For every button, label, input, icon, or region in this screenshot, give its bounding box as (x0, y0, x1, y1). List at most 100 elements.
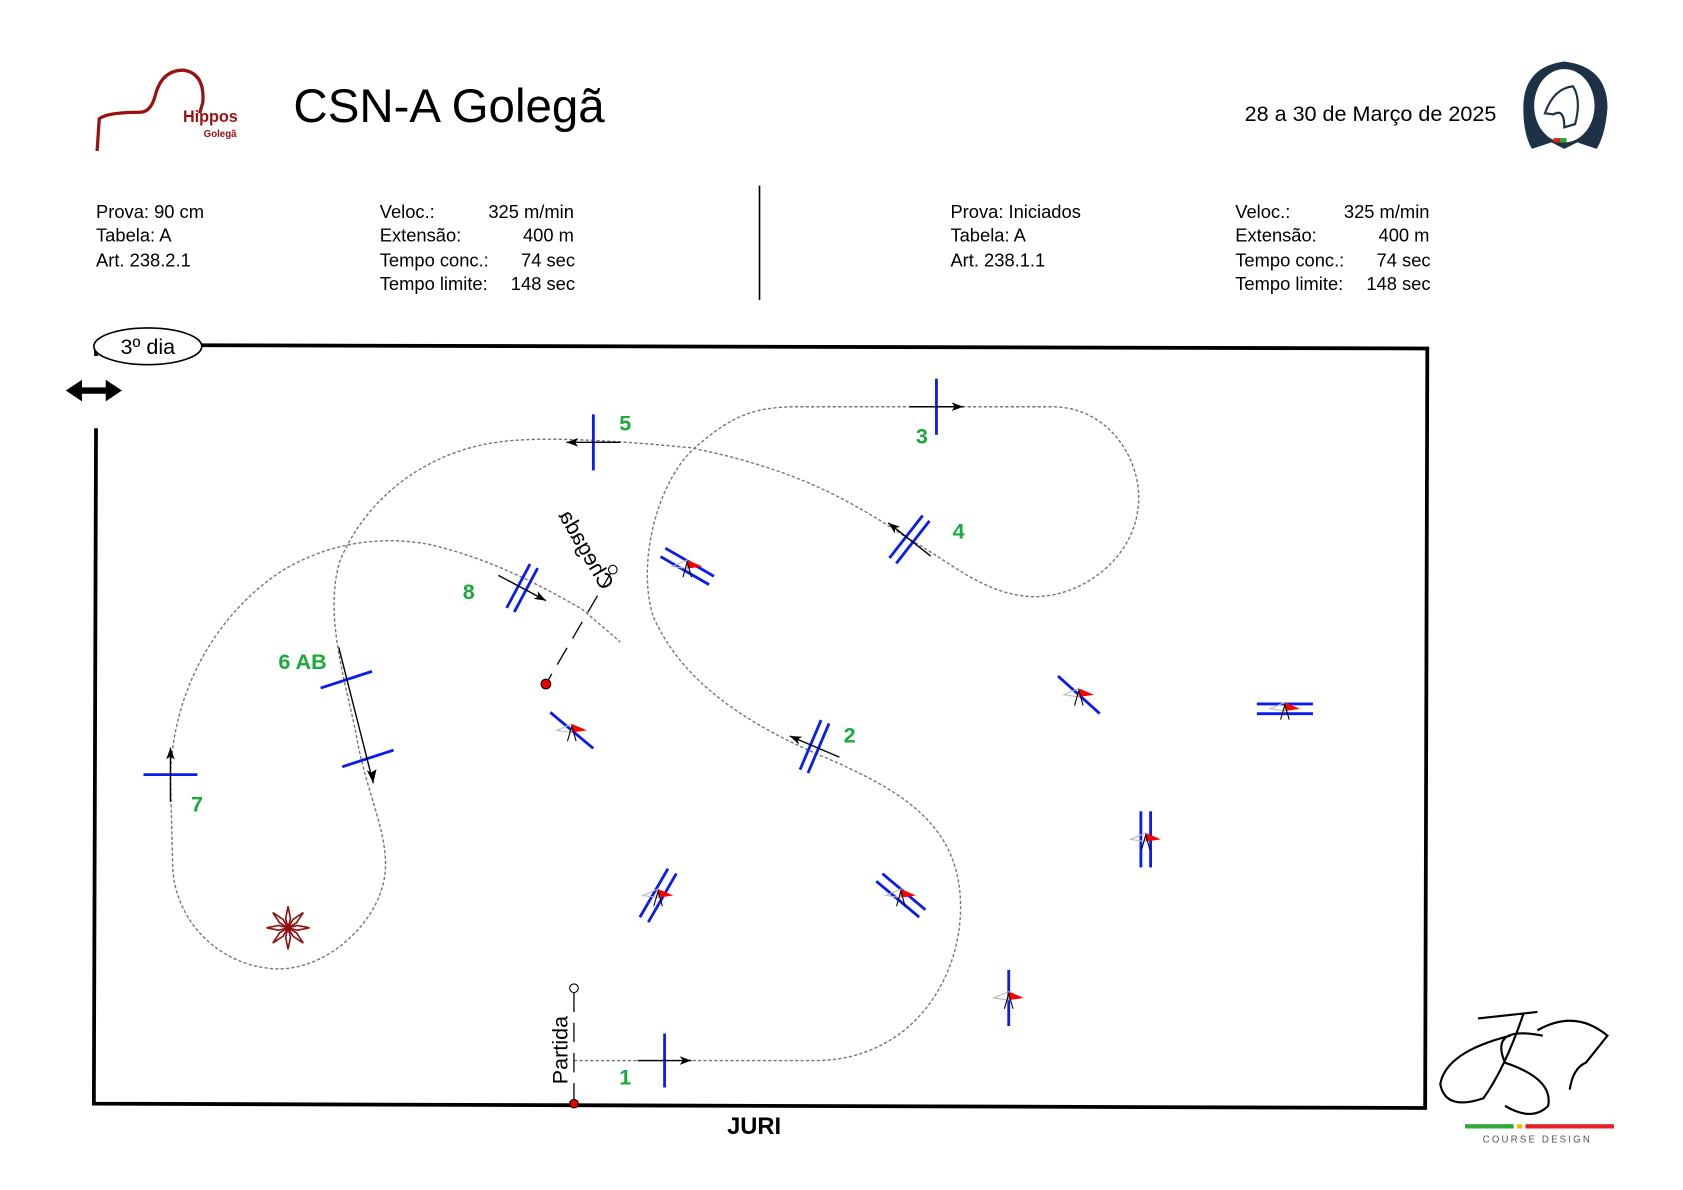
fence-rail (647, 872, 678, 923)
flag-icon (554, 723, 573, 734)
class-info-left: Prova: 90 cm Tabela: A Art. 238.2.1 Velo… (96, 201, 575, 294)
length: 400 m (523, 225, 574, 246)
length: 400 m (1379, 225, 1430, 246)
arrow-head-icon (166, 747, 175, 760)
arrow-head-icon (366, 769, 377, 784)
finish-label: Chegada (554, 505, 619, 593)
prova: Prova: Iniciados (950, 201, 1080, 222)
class-info-right: Prova: Iniciados Tabela: A Art. 238.1.1 … (950, 201, 1430, 294)
flag-icon (1008, 991, 1024, 1001)
spare-obstacle (659, 546, 715, 586)
fence-rail (638, 868, 670, 919)
arena-border (91, 343, 1430, 1110)
flag-icon (687, 559, 703, 569)
jump-7: 7 (143, 747, 203, 816)
finish-line: Chegada (540, 505, 619, 690)
spare-obstacle (875, 872, 927, 919)
stand-icon (1140, 833, 1151, 851)
flag-icon (670, 559, 688, 570)
time-allowed: 74 sec (521, 249, 575, 270)
hippos-logo-sub: Golegã (204, 129, 237, 140)
flag-icon (900, 888, 916, 898)
speed-label: Veloc.: (1235, 201, 1290, 222)
jump-number: 8 (463, 579, 475, 604)
stand-icon (566, 724, 577, 742)
direction-arrow-icon (887, 522, 932, 557)
start-line: Partida (547, 983, 579, 1109)
jump-number: 2 (844, 722, 856, 747)
speed-label: Veloc.: (380, 201, 435, 222)
fep-seal-logo (1523, 61, 1608, 149)
prova: Prova: 90 cm (96, 201, 204, 222)
page-title: CSN-A Golegã (293, 80, 605, 133)
flag-icon (1284, 702, 1301, 711)
arrow-head-icon (888, 522, 901, 534)
jump-number: 5 (619, 410, 631, 435)
spare-obstacle (991, 969, 1024, 1026)
jump-6: 6 AB (278, 647, 394, 784)
time-limit-label: Tempo limite: (1235, 273, 1343, 294)
jump-number: 6 AB (278, 649, 326, 674)
arrow-head-icon (789, 736, 803, 745)
jump-8: 8 (463, 563, 547, 613)
course-track (169, 406, 1140, 1062)
spare-obstacle (1256, 701, 1313, 720)
jump-5: 5 (566, 410, 631, 471)
fence-rail (875, 880, 921, 919)
stand-icon (896, 889, 906, 907)
arrow-head-icon (951, 402, 964, 412)
flag-icon (658, 888, 674, 898)
flag-icon (641, 888, 659, 899)
entrance-double-arrow-icon (65, 379, 122, 402)
jump-number: 3 (916, 423, 928, 448)
jump-3: 3 (909, 378, 964, 448)
flag-icon (1145, 832, 1161, 842)
flag-icon (1128, 832, 1147, 843)
jump-1: 1 (619, 1033, 692, 1089)
flag-icon (1061, 687, 1080, 698)
jump-number: 4 (953, 518, 965, 543)
tabela: Tabela: A (950, 225, 1026, 246)
jumps: 1 2 3 4 5 6 AB 7 8 (143, 378, 965, 1089)
spare-obstacle (1128, 811, 1161, 868)
jury-label: JURI (727, 1114, 781, 1140)
flag-icon (1078, 688, 1094, 697)
stand-icon (682, 560, 693, 578)
fence-rail (341, 748, 394, 769)
hippos-logo: Hippos Golegã (95, 68, 238, 152)
length-label: Extensão: (1235, 225, 1317, 246)
jump-2: 2 (789, 719, 856, 774)
course-designer-logo: COURSE DESIGN (1439, 1010, 1614, 1146)
speed: 325 m/min (1344, 201, 1430, 222)
spare-obstacle (638, 868, 678, 923)
spare-obstacle (1057, 674, 1101, 715)
time-limit: 148 sec (511, 273, 575, 294)
arrow-head-icon (533, 591, 546, 601)
time-allowed: 74 sec (1377, 249, 1431, 270)
stand-icon (1074, 688, 1084, 706)
article: Art. 238.1.1 (950, 249, 1045, 270)
hippos-logo-name: Hippos (183, 108, 238, 126)
direction-arrow-icon (789, 735, 840, 758)
time-allowed-label: Tempo conc.: (380, 249, 489, 270)
jump-4: 4 (887, 514, 965, 565)
article: Art. 238.2.1 (96, 249, 191, 270)
arrow-head-icon (679, 1056, 692, 1065)
spare-obstacle (549, 711, 595, 750)
flag-icon (991, 990, 1010, 1001)
arrow-head-icon (566, 438, 579, 447)
speed: 325 m/min (488, 201, 574, 222)
direction-arrow-icon (338, 647, 374, 784)
day-label: 3º dia (120, 334, 175, 359)
time-limit-label: Tempo limite: (380, 273, 488, 294)
stand-icon (1280, 702, 1290, 720)
decorative-flower-icon (266, 906, 310, 950)
jump-number: 1 (619, 1064, 631, 1089)
tabela: Tabela: A (96, 225, 172, 246)
event-dates: 28 a 30 de Março de 2025 (1245, 101, 1497, 126)
start-label: Partida (547, 1016, 572, 1084)
time-allowed-label: Tempo conc.: (1235, 249, 1344, 270)
length-label: Extensão: (380, 225, 462, 246)
flag-icon (571, 723, 587, 733)
